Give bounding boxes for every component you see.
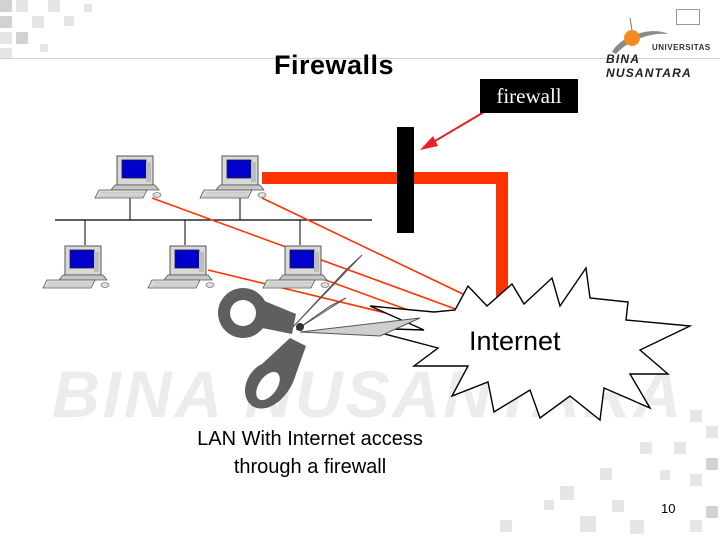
decor-square (16, 0, 28, 12)
decor-square (40, 44, 48, 52)
decor-square (690, 520, 702, 532)
decor-square (0, 0, 12, 12)
firewall-cable (262, 172, 508, 312)
computer-icon (147, 245, 215, 289)
computer-icon (199, 155, 267, 199)
decor-square (600, 468, 612, 480)
slide-title: Firewalls (274, 50, 395, 80)
computer-icon (94, 155, 162, 199)
connection-line (261, 197, 489, 307)
diagram-caption: LAN With Internet access through a firew… (160, 425, 460, 481)
page-number: 10 (661, 501, 676, 516)
decor-square (630, 520, 644, 534)
decor-square (706, 506, 718, 518)
decor-square (48, 0, 60, 12)
computer-icon (42, 245, 110, 289)
decor-square (640, 442, 652, 454)
internet-burst (361, 266, 693, 422)
binus-logo (612, 17, 668, 54)
decor-square (16, 32, 28, 44)
decor-square (64, 16, 74, 26)
decor-square (674, 442, 686, 454)
decor-square (84, 4, 92, 12)
decor-square (0, 32, 12, 44)
arrow-head (420, 136, 438, 150)
decor-square (660, 470, 670, 480)
decor-square (544, 500, 554, 510)
decor-square (580, 516, 596, 532)
decor-square (612, 500, 624, 512)
decor-square (0, 16, 12, 28)
decor-square (706, 458, 718, 470)
firewall-wall (397, 127, 414, 233)
scissors-icon (218, 254, 421, 409)
decor-square (500, 520, 512, 532)
decor-square (560, 486, 574, 500)
firewall-arrow (429, 111, 485, 145)
caption-line: through a firewall (233, 456, 387, 478)
decor-square (0, 48, 12, 58)
firewall-label: firewall (480, 79, 578, 113)
logo-university-text: UNIVERSITAS (652, 43, 711, 52)
decor-square (32, 16, 44, 28)
computer-icon (262, 245, 330, 289)
decor-square (690, 474, 702, 486)
logo-name-text: BINA NUSANTARA (606, 52, 692, 80)
decor-square (706, 426, 718, 438)
internet-label: Internet (469, 326, 561, 356)
decor-square (690, 410, 702, 422)
header-divider (0, 58, 720, 59)
trademark-badge (676, 9, 700, 25)
caption-line: LAN With Internet access (197, 428, 423, 450)
